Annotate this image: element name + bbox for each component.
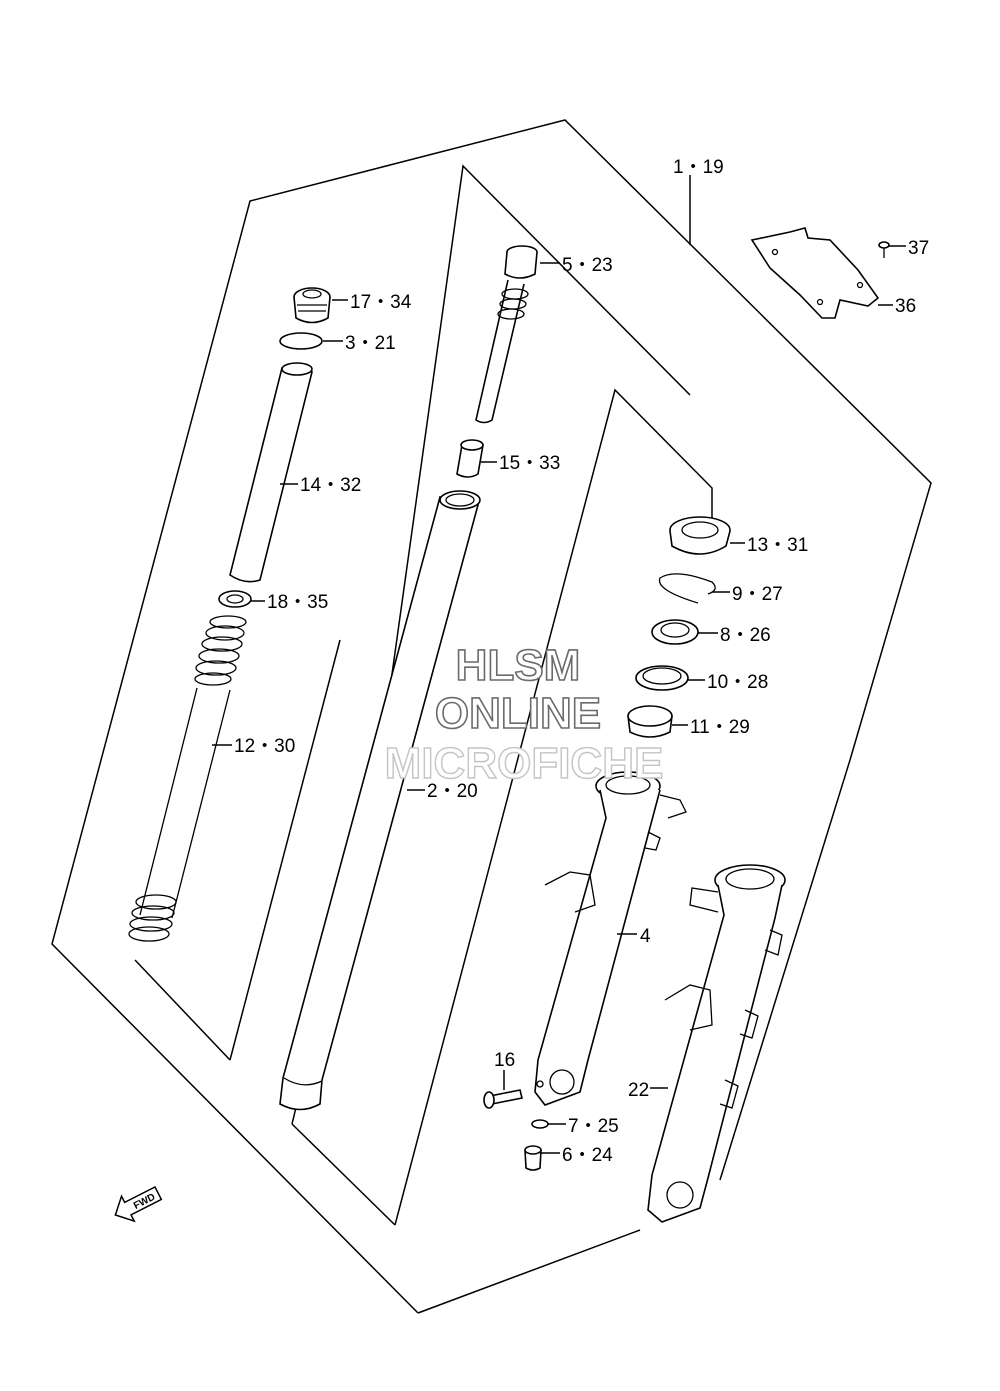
stopper-ring-part	[658, 573, 716, 604]
assembly-frame-inner	[134, 388, 713, 1226]
fork-spring-part	[128, 615, 247, 942]
bracket-36-part	[750, 227, 880, 319]
watermark-line1: HLSM	[456, 641, 581, 690]
inner-tube-part	[279, 490, 481, 1111]
callout-2-20[interactable]: 2・20	[427, 781, 478, 802]
watermark-line3: MICROFICHE	[385, 739, 664, 788]
oil-seal-part	[651, 619, 699, 645]
fwd-arrow-icon: FWD	[114, 1185, 163, 1223]
callout-3-21[interactable]: 3・21	[345, 333, 396, 354]
watermark-line2: ONLINE	[435, 689, 601, 738]
callout-7-25[interactable]: 7・25	[568, 1116, 619, 1137]
outer-tube-left-part	[647, 864, 786, 1223]
callout-36[interactable]: 36	[895, 296, 916, 317]
dust-seal-part	[669, 516, 731, 555]
bolt-6-part	[524, 1145, 542, 1171]
callout-1-19[interactable]: 1・19	[673, 157, 724, 178]
outer-tube-right-part	[534, 771, 687, 1106]
oil-lock-piece-part	[456, 439, 484, 478]
watermark: HLSM ONLINE MICROFICHE	[384, 640, 664, 789]
callout-16[interactable]: 16	[494, 1050, 515, 1071]
callout-15-33[interactable]: 15・33	[499, 453, 560, 474]
callout-17-34[interactable]: 17・34	[350, 292, 412, 313]
callout-12-30[interactable]: 12・30	[234, 736, 295, 757]
callout-6-24[interactable]: 6・24	[562, 1145, 613, 1166]
callout-13-31[interactable]: 13・31	[747, 535, 808, 556]
screw-37-part	[878, 241, 890, 258]
assembly-frame-outer	[51, 119, 932, 1314]
cap-bolt-part	[293, 287, 331, 324]
damper-rod-part	[475, 245, 538, 424]
gasket-7-part	[531, 1119, 549, 1129]
slide-metal-part	[627, 705, 673, 738]
seal-spacer-part	[635, 665, 689, 691]
callout-9-27[interactable]: 9・27	[732, 584, 783, 605]
callout-14-32[interactable]: 14・32	[300, 475, 361, 496]
callout-11-29[interactable]: 11・29	[690, 717, 750, 738]
callout-labels: 1・19 2・20 3・21 4 5・23 6・24 7・25 8・26 9・2…	[234, 157, 929, 1166]
callout-8-26[interactable]: 8・26	[720, 625, 771, 646]
callout-4[interactable]: 4	[640, 926, 651, 947]
washer-part	[218, 590, 252, 608]
bolt-16-part	[483, 1089, 523, 1109]
callout-5-23[interactable]: 5・23	[562, 255, 613, 276]
callout-18-35[interactable]: 18・35	[267, 592, 328, 613]
callout-37[interactable]: 37	[908, 238, 929, 259]
callout-10-28[interactable]: 10・28	[707, 672, 768, 693]
callout-22[interactable]: 22	[628, 1080, 649, 1101]
leader-lines	[212, 175, 906, 1154]
o-ring-part	[279, 332, 323, 350]
spacer-pipe-part	[229, 362, 313, 583]
fwd-label: FWD	[132, 1192, 157, 1212]
